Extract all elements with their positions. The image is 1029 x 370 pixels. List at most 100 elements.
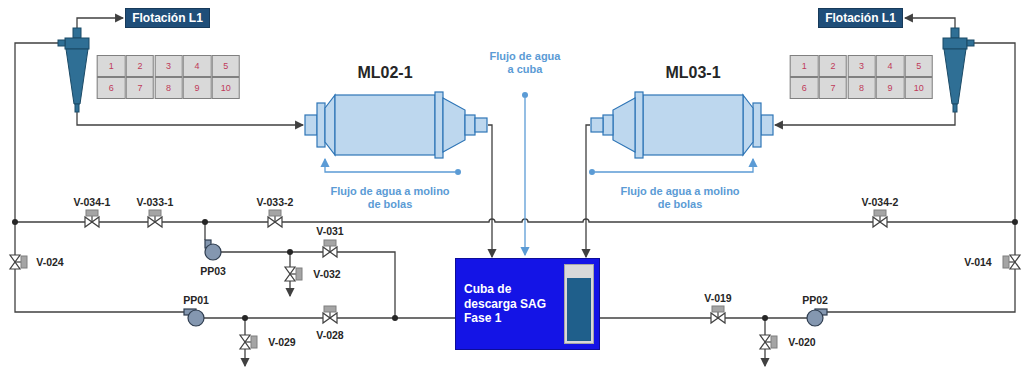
ball-mill: ML03-1: [590, 62, 775, 160]
valve-symbol: [85, 210, 99, 227]
node-label: Flotación L1: [127, 11, 208, 25]
table-cell: 7: [126, 77, 155, 99]
cyclone-spigot: [953, 104, 957, 112]
tag-label: V-014: [964, 256, 991, 268]
cyclone-body: [943, 38, 967, 49]
table-cell: 10: [904, 77, 933, 99]
mill-part: [443, 98, 465, 152]
table-cell: 3: [154, 55, 183, 77]
underflow-pipe: [775, 112, 955, 125]
table-cell: 5: [211, 55, 240, 77]
mill-part: [435, 92, 443, 158]
table-cell: 4: [876, 55, 905, 77]
junction-dot: [12, 219, 18, 225]
tag-label: V-031: [316, 225, 343, 237]
tag-label: V-034-2: [862, 196, 899, 208]
junction-dot: [202, 219, 208, 225]
cyclone-spigot: [75, 104, 79, 112]
feed-pipe: [827, 43, 1015, 312]
tag-label: V-024: [36, 256, 63, 268]
discharge-pipe: [488, 125, 492, 257]
mill-part: [753, 103, 761, 147]
junction-dot: [392, 315, 398, 321]
tag-label: V-019: [704, 292, 731, 304]
tag-label: V-033-2: [257, 196, 294, 208]
table-cell: 9: [876, 77, 905, 99]
ball-mill: ML02-1: [303, 62, 488, 160]
mill-part: [317, 103, 325, 147]
table-cell: 1: [97, 55, 126, 77]
table-cell: 4: [183, 55, 212, 77]
tag-label: V-034-1: [74, 196, 111, 208]
pump-symbol: [205, 240, 221, 260]
pump-symbol: [184, 309, 204, 326]
vortex-finder: [73, 28, 81, 38]
pump-pipe: [221, 252, 395, 318]
tag-label: PP02: [802, 294, 828, 306]
water-line: [595, 159, 753, 172]
node-label: Flotación L1: [820, 11, 901, 25]
flow-note: Flujo de agua a molino de bolas: [620, 185, 740, 211]
cyclone-cone: [66, 49, 88, 104]
hydrocyclone: [943, 28, 974, 112]
mill-part: [305, 115, 317, 135]
table-cell: 1: [790, 55, 819, 77]
mill-part: [335, 95, 435, 155]
valve-symbol: [323, 240, 337, 257]
valve-symbol: [268, 210, 282, 227]
header-pipe: [15, 219, 1015, 222]
valve-symbol: [711, 306, 725, 323]
junction-dot: [1012, 219, 1018, 225]
water-line: [325, 159, 455, 172]
mill-part: [465, 115, 475, 135]
water-dot: [455, 169, 461, 175]
mill-part: [643, 95, 743, 155]
node-label: ML03-1: [611, 64, 775, 82]
pump-symbol: [807, 309, 827, 326]
pump-casing: [205, 244, 221, 260]
tag-label: PP01: [183, 294, 209, 306]
table-cell: 3: [847, 55, 876, 77]
table-cell: 6: [97, 77, 126, 99]
flow-note: Flujo de agua a cuba: [485, 50, 565, 76]
mill-part: [325, 95, 335, 155]
level-fill: [567, 278, 591, 341]
mill-part: [743, 95, 753, 155]
hydrocyclone: [58, 28, 89, 112]
cyclone-inlet: [58, 40, 65, 46]
valve-symbol: [148, 210, 162, 227]
junction-dot: [762, 315, 768, 321]
water-dots: [455, 92, 595, 175]
underflow-pipe: [77, 112, 303, 125]
table-cell: 9: [183, 77, 212, 99]
table-cell: 8: [847, 77, 876, 99]
tag-label: V-029: [268, 336, 295, 348]
valve-symbol: [1003, 255, 1020, 269]
node-label: ML02-1: [303, 64, 467, 82]
mill-part: [591, 118, 603, 132]
table-cell: 6: [790, 77, 819, 99]
flow-note: Flujo de agua a molino de bolas: [330, 185, 450, 211]
vortex-finder: [951, 28, 959, 38]
tag-label: V-033-1: [137, 196, 174, 208]
valve-symbol: [873, 210, 887, 227]
valve-symbol: [285, 267, 302, 281]
valve-symbol: [323, 306, 337, 323]
valve-symbol: [240, 335, 257, 349]
cyclone-inlet: [967, 40, 974, 46]
tag-label: V-032: [313, 268, 340, 280]
level-frame: [565, 265, 594, 344]
valve-symbol: [760, 335, 777, 349]
table-cell: 5: [904, 55, 933, 77]
level-indicator: [564, 264, 594, 344]
table-cell: 7: [819, 77, 848, 99]
mill-part: [475, 118, 487, 132]
tag-label: PP03: [200, 265, 226, 277]
cyclone-body: [65, 38, 89, 49]
valve-symbol: [10, 255, 27, 269]
valves: [10, 210, 1020, 349]
table-cell: 2: [126, 55, 155, 77]
pump-casing: [807, 310, 823, 326]
destination-box: Flotación L1: [818, 8, 903, 28]
